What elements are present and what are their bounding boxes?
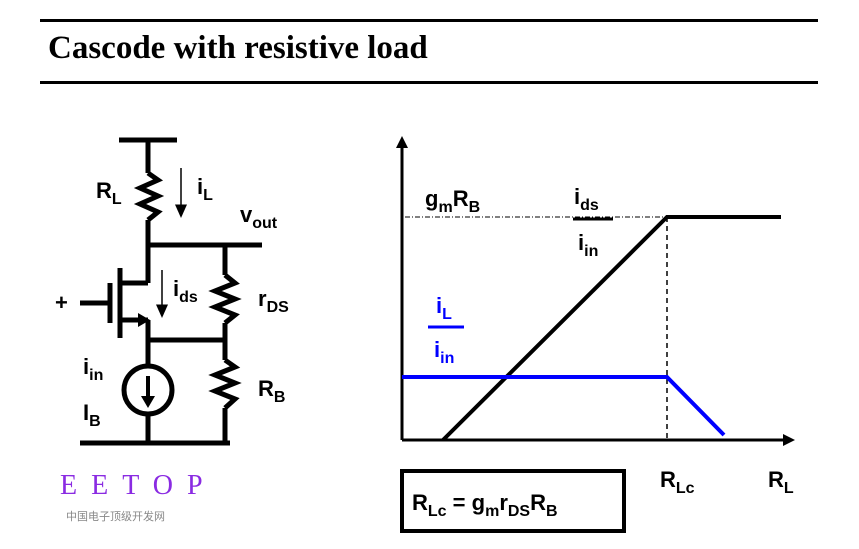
iin-label: iin	[83, 354, 103, 384]
formula: RLc = gmrDSRB	[412, 490, 558, 520]
resistor-rds	[208, 273, 242, 325]
ib-label: IB	[83, 400, 101, 430]
gmrb-label: gmRB	[425, 186, 480, 216]
slide-title: Cascode with resistive load	[48, 30, 428, 66]
ids-fraction-den: iin	[578, 230, 598, 260]
gain-graph	[396, 136, 795, 446]
il-label: iL	[197, 174, 213, 204]
plus-label: +	[55, 290, 68, 315]
resistor-rl	[133, 170, 165, 222]
ids-fraction-num: ids	[574, 184, 599, 214]
vout-label: vout	[240, 202, 278, 232]
rb-label: RB	[258, 376, 285, 406]
watermark-subtext: 中国电子顶级开发网	[66, 511, 165, 523]
x-axis-label: RL	[768, 467, 794, 497]
il-over-iin-curve	[402, 375, 726, 437]
source-arrow-icon	[138, 313, 150, 327]
ids-label: ids	[173, 276, 198, 306]
y-axis-arrow-icon	[396, 136, 408, 148]
watermark-logo: EETOP	[60, 470, 217, 501]
x-axis-arrow-icon	[783, 434, 795, 446]
cascode-circuit	[80, 137, 262, 446]
ids-over-iin-curve	[441, 215, 781, 442]
current-source-arrowhead-icon	[141, 396, 155, 408]
rl-label: RL	[96, 178, 122, 208]
resistor-rb	[208, 357, 242, 410]
rds-label: rDS	[258, 286, 289, 316]
title-underline	[40, 81, 818, 84]
formula-box	[400, 469, 626, 533]
il-fraction-num: iL	[436, 293, 452, 323]
rlc-tick-label: RLc	[660, 467, 695, 497]
top-rule	[40, 19, 818, 22]
il-fraction-den: iin	[434, 337, 454, 367]
